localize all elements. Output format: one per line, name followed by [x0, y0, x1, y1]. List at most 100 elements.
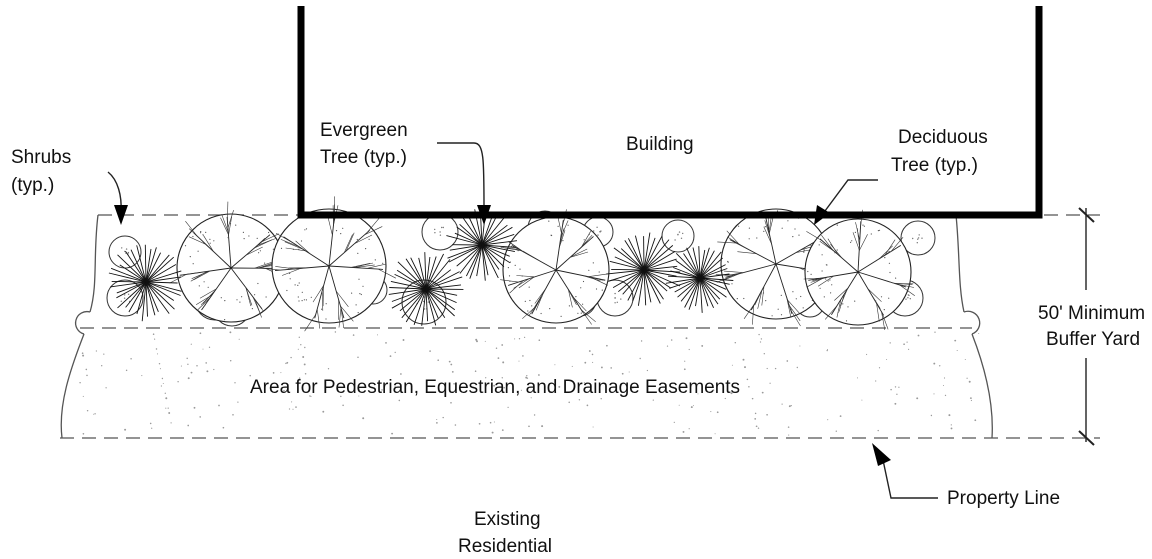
- stipple-dot: [310, 395, 312, 397]
- stipple-dot: [754, 418, 757, 420]
- stipple-dot: [501, 429, 504, 431]
- stipple-dot: [124, 428, 127, 431]
- stipple-dot: [164, 392, 166, 394]
- stipple-dot: [297, 348, 299, 350]
- stipple-dot: [754, 412, 757, 415]
- right-break-line-lower: [971, 333, 993, 439]
- stipple-dot: [978, 332, 980, 335]
- stipple-dot: [141, 375, 143, 377]
- stipple-dot: [187, 424, 190, 427]
- stipple-dot: [712, 389, 715, 392]
- stipple-dot: [162, 382, 164, 385]
- stipple-dot: [761, 391, 764, 394]
- stipple-dot: [218, 404, 220, 407]
- stipple-dot: [298, 336, 300, 338]
- stipple-dot: [453, 382, 455, 385]
- stipple-dot: [429, 350, 431, 352]
- stipple-dot: [755, 425, 758, 428]
- stipple-dot: [495, 347, 498, 350]
- stipple-dot: [632, 387, 634, 389]
- stipple-dot: [571, 365, 573, 367]
- left-break-line-upper: [89, 214, 99, 313]
- stipple-dot: [674, 382, 676, 384]
- stipple-dot: [152, 333, 155, 335]
- stipple-dot: [158, 362, 161, 365]
- stipple-dot: [877, 429, 879, 432]
- stipple-dot: [501, 377, 503, 379]
- stipple-dot: [894, 386, 897, 388]
- stipple-dot: [206, 370, 209, 373]
- stipple-dot: [322, 410, 325, 413]
- stipple-dot: [300, 344, 302, 346]
- leaders: [107, 142, 938, 499]
- stipple-dot: [484, 340, 486, 342]
- stipple-dot: [291, 401, 293, 403]
- stipple-dot: [968, 380, 971, 383]
- right-break-symbol: [963, 310, 981, 335]
- stipple-dot: [222, 426, 225, 429]
- shrubs-label-typ: (typ.): [11, 175, 54, 196]
- stipple-dot: [666, 345, 669, 347]
- stipple-dot: [199, 332, 202, 335]
- stipple-dot: [514, 338, 516, 340]
- stipple-dot: [177, 380, 179, 383]
- stipple-dot: [340, 395, 342, 398]
- stipple-dot: [234, 382, 236, 384]
- stipple-dot: [304, 346, 306, 349]
- stipple-dot: [763, 353, 765, 355]
- stipple-dot: [302, 356, 305, 358]
- stipple-dot: [290, 356, 292, 359]
- stipple-dot: [652, 399, 654, 401]
- stipple-dot: [530, 397, 532, 399]
- easement-area-label: Area for Pedestrian, Equestrian, and Dra…: [250, 377, 740, 398]
- stipple-dot: [394, 385, 396, 387]
- stipple-dot: [688, 348, 690, 351]
- stipple-dot: [766, 413, 768, 416]
- stipple-dot: [389, 355, 392, 357]
- stipple-dot: [621, 372, 624, 375]
- stipple-dot: [673, 421, 675, 424]
- stipple-dot: [639, 357, 641, 360]
- stipple-dot: [522, 355, 524, 357]
- stipple-dot: [503, 386, 506, 389]
- stipple-dot: [592, 361, 594, 363]
- stipple-dot: [501, 344, 504, 346]
- stipple-dot: [760, 338, 763, 340]
- stipple-dot: [528, 425, 530, 428]
- stipple-dot: [95, 350, 98, 352]
- stipple-dot: [161, 377, 164, 380]
- stipple-dot: [502, 361, 505, 364]
- stipple-dot: [950, 427, 953, 430]
- stipple-dot: [86, 409, 89, 412]
- stipple-dot: [451, 371, 454, 373]
- deciduous-tree: [500, 209, 610, 325]
- buffer-yard-label-2: Buffer Yard: [1046, 329, 1140, 350]
- stipple-dot: [295, 406, 297, 408]
- stipple-dot: [149, 422, 152, 425]
- stipple-dot: [476, 340, 478, 343]
- stipple-dot: [948, 414, 951, 417]
- stipple-dot: [283, 389, 285, 392]
- stipple-dot: [826, 349, 828, 352]
- stipple-dot: [790, 404, 792, 407]
- stipple-dot: [85, 368, 88, 371]
- stipple-dot: [520, 389, 522, 391]
- stipple-dot: [558, 385, 561, 388]
- stipple-dot: [285, 362, 287, 365]
- stipple-dot: [600, 397, 602, 400]
- dimension-tick-bottom: [1078, 430, 1095, 446]
- stipple-dot: [956, 349, 958, 352]
- shrub: [106, 279, 144, 317]
- property-line-arrowhead: [872, 443, 891, 466]
- stipple-dot: [934, 331, 936, 333]
- stipple-dot: [238, 338, 240, 340]
- left-break-symbol: [75, 310, 91, 335]
- stipple-dot: [796, 366, 798, 369]
- stipple-dot: [168, 412, 171, 414]
- evergreen-tree: [606, 232, 681, 306]
- stipple-dot: [327, 368, 330, 370]
- stipple-dot: [896, 393, 898, 395]
- stipple-dot: [303, 363, 306, 366]
- stipple-dot: [286, 361, 289, 364]
